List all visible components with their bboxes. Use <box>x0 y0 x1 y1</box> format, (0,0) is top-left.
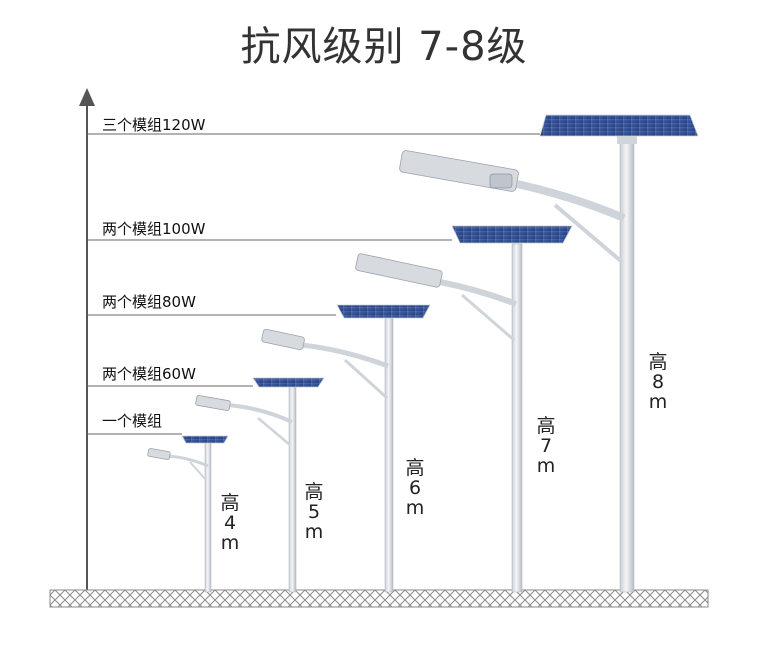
module-label-single: 一个模组 <box>102 412 163 430</box>
street-light-6m <box>261 304 431 593</box>
street-light-8m <box>399 114 699 593</box>
page-title: 抗风级别 7-8级 <box>240 24 528 70</box>
ground-strip <box>49 589 709 608</box>
height-label-8m: 高8m <box>648 351 668 413</box>
height-axis <box>79 88 95 592</box>
street-light-5m <box>195 377 325 593</box>
module-label-80w: 两个模组80W <box>102 293 196 311</box>
height-label-7m: 高7m <box>536 415 556 477</box>
street-light-4m <box>147 435 229 593</box>
guide-lines <box>87 133 540 435</box>
height-label-5m: 高5m <box>304 481 324 543</box>
module-label-100w: 两个模组100W <box>102 220 206 238</box>
height-label-6m: 高6m <box>405 457 425 519</box>
height-label-4m: 高4m <box>220 492 240 554</box>
module-label-120w: 三个模组120W <box>102 116 206 134</box>
module-label-60w: 两个模组60W <box>102 365 196 383</box>
street-light-7m <box>355 225 573 593</box>
